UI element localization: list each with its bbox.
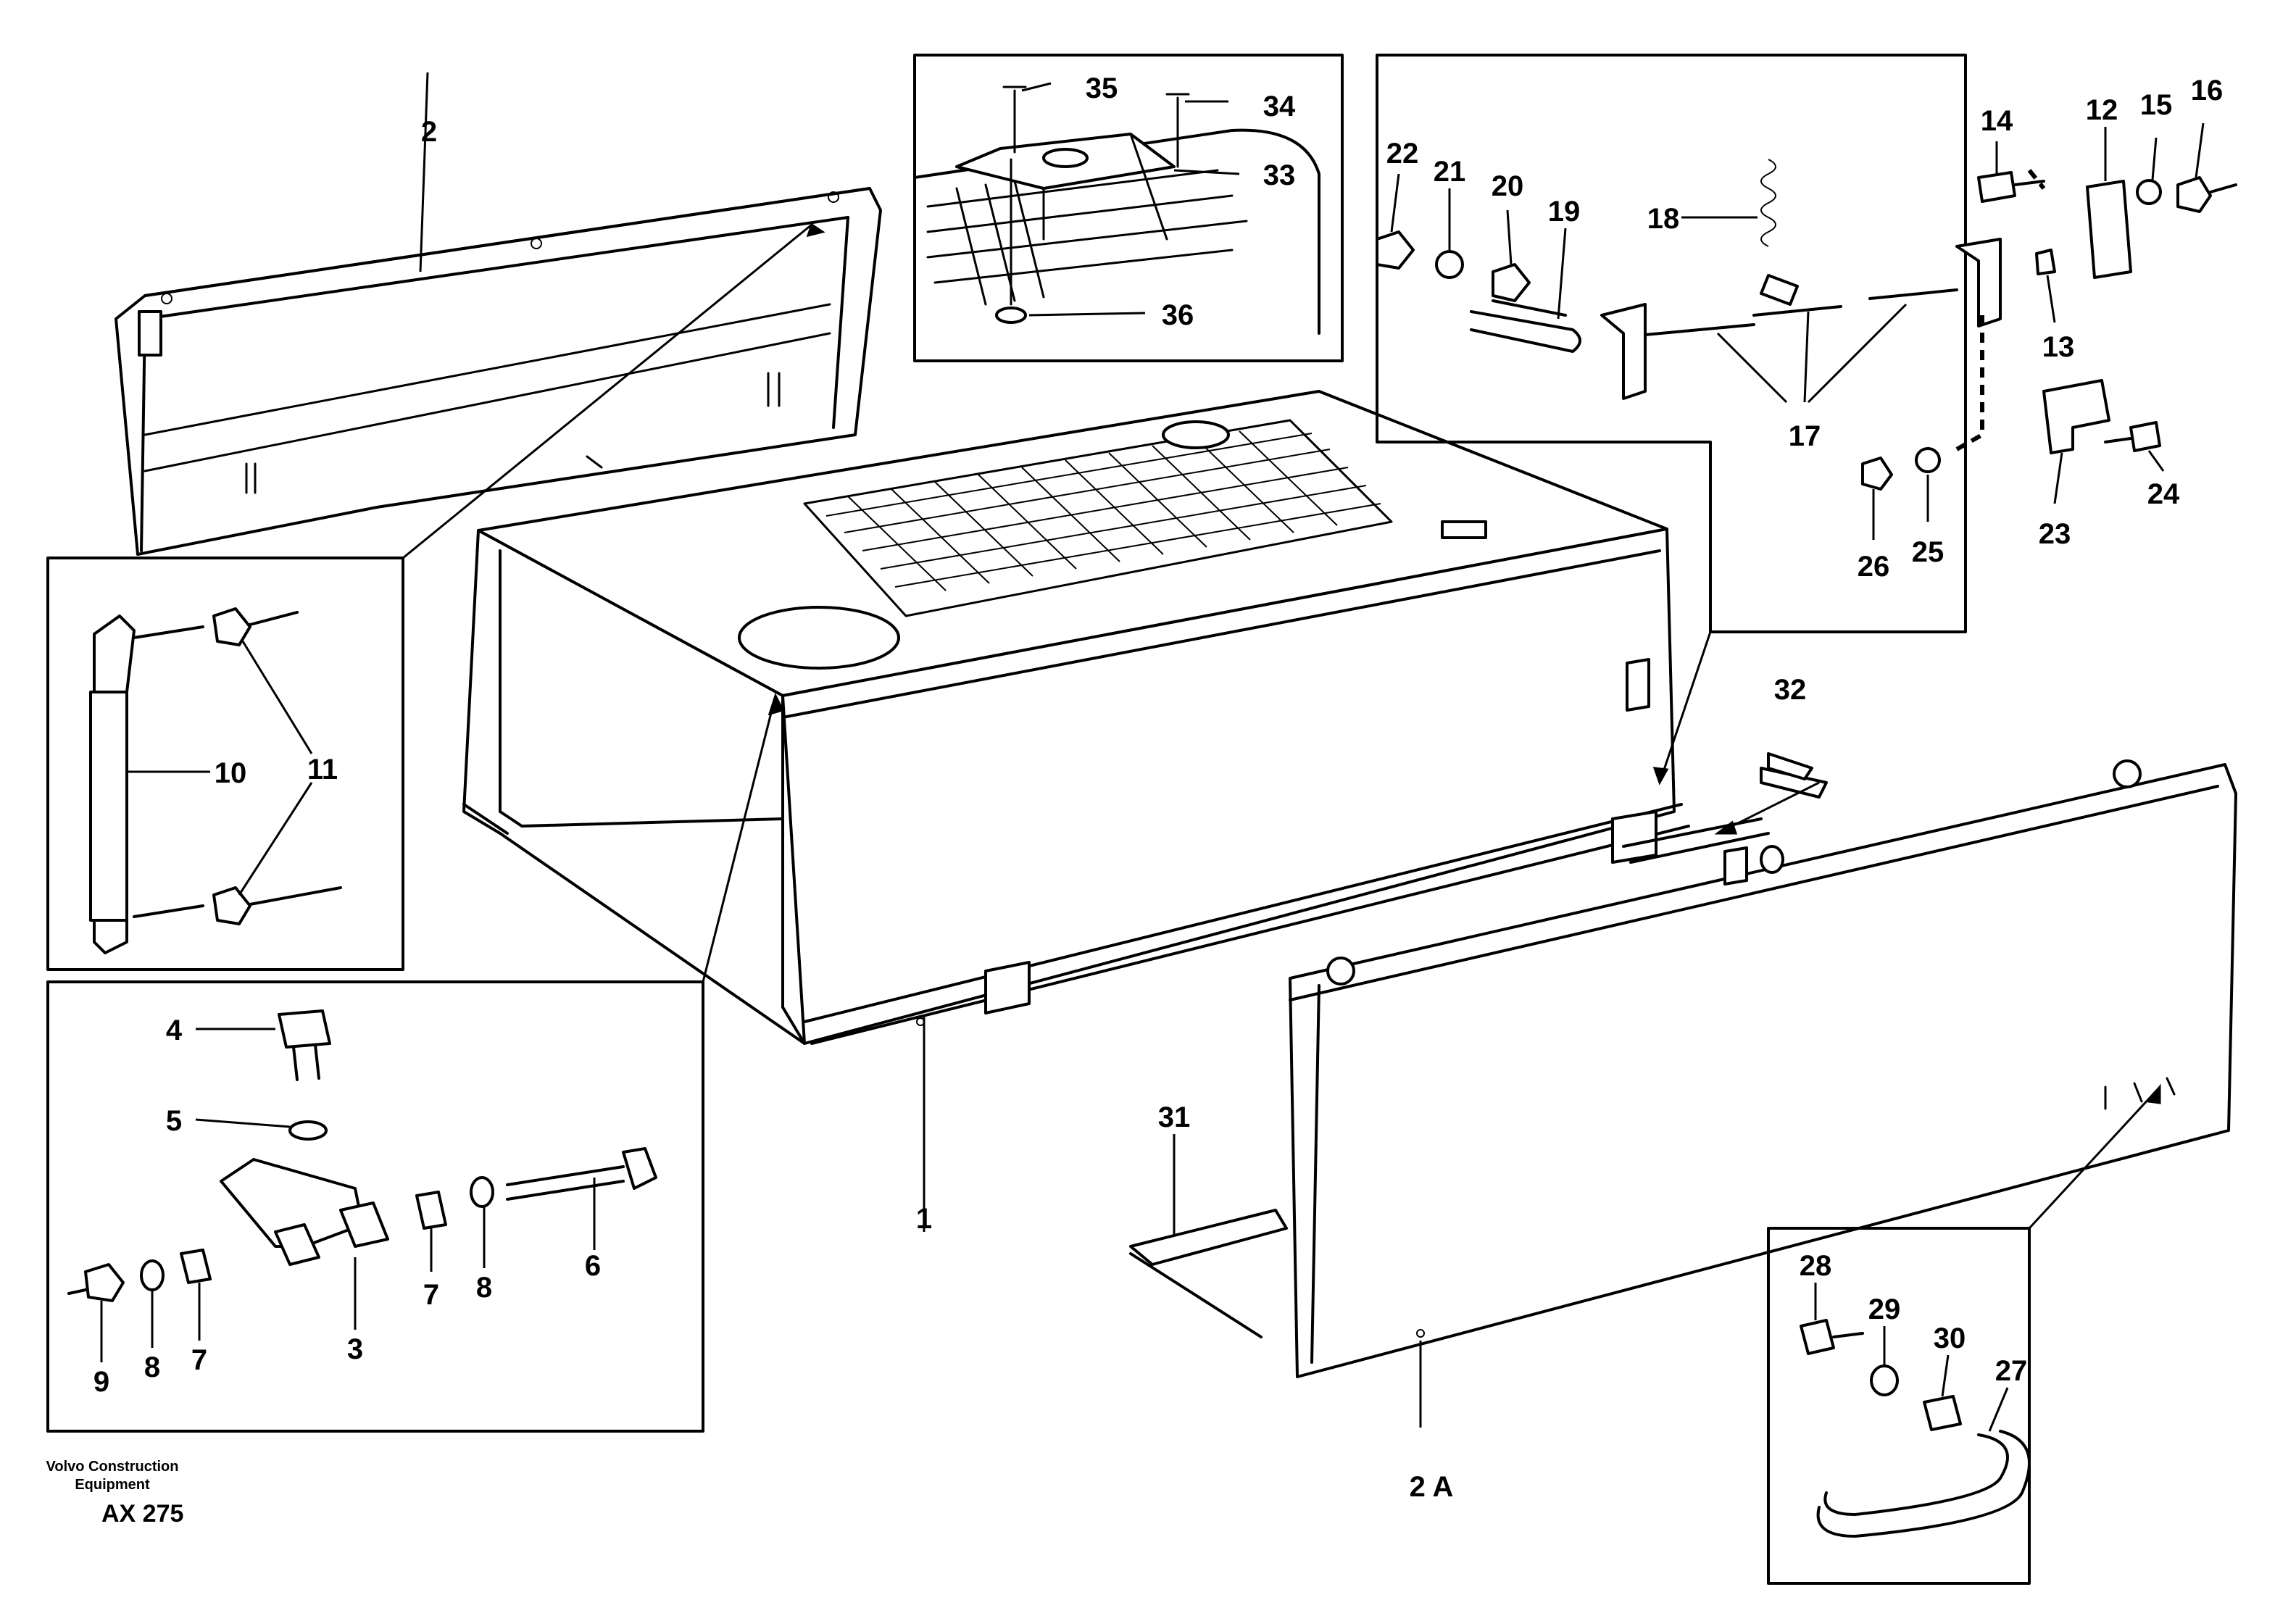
callout-11: 11: [307, 754, 338, 786]
leader-lines: [100, 72, 2205, 1432]
callout-2: 2: [421, 116, 437, 148]
callout-6: 6: [585, 1250, 601, 1282]
callout-10: 10: [215, 757, 247, 789]
inset-hinge-assembly: [46, 980, 704, 1433]
callout-32: 32: [1774, 674, 1807, 706]
callout-26: 26: [1858, 551, 1890, 583]
callout-29: 29: [1868, 1293, 1901, 1325]
callout-labels: 2 1 2 A 31 32 35 34 33 36 22 21 20 19 18…: [93, 72, 2223, 1503]
callout-17: 17: [1789, 420, 1821, 452]
callout-3: 3: [347, 1333, 363, 1365]
inset-latch-assembly: [1376, 54, 2237, 633]
seal-strip: [1129, 1209, 1288, 1338]
callout-27: 27: [1995, 1355, 2028, 1387]
callout-4: 4: [166, 1014, 183, 1046]
brand-line-2: Equipment: [75, 1477, 150, 1493]
callout-19: 19: [1548, 196, 1581, 228]
callout-8: 8: [476, 1272, 492, 1304]
callout-22: 22: [1386, 138, 1419, 170]
callout-35: 35: [1086, 72, 1118, 104]
callout-34: 34: [1263, 91, 1296, 122]
callout-36: 36: [1162, 299, 1194, 331]
side-door-panel: [1289, 759, 2237, 1378]
callout-14: 14: [1981, 105, 2013, 137]
inset-top-mount: [913, 54, 1344, 362]
callout-30: 30: [1934, 1322, 1966, 1354]
callout-8-left: 8: [144, 1351, 160, 1383]
callout-28: 28: [1800, 1250, 1832, 1282]
callout-33: 33: [1263, 159, 1296, 191]
inset-gas-spring: [46, 557, 404, 971]
callout-7: 7: [423, 1279, 439, 1311]
callout-15: 15: [2140, 89, 2173, 121]
callout-16: 16: [2191, 75, 2224, 107]
callout-7-left: 7: [191, 1344, 207, 1376]
brand-line-1: Volvo Construction: [46, 1459, 179, 1475]
callout-20: 20: [1492, 170, 1524, 202]
inset-handle-assembly: [1767, 1227, 2031, 1585]
callout-21: 21: [1434, 156, 1466, 188]
callout-25: 25: [1912, 536, 1944, 568]
callout-13: 13: [2042, 331, 2075, 363]
callout-5: 5: [166, 1105, 182, 1137]
callout-1: 1: [916, 1203, 932, 1235]
callout-9: 9: [93, 1366, 109, 1398]
clip-32: [1760, 752, 1828, 799]
figure-caption: Volvo Construction Equipment AX 275: [46, 1459, 184, 1528]
callout-12: 12: [2086, 94, 2118, 126]
callout-23: 23: [2039, 518, 2071, 550]
hood-panel-top: [115, 187, 882, 556]
callout-31: 31: [1158, 1101, 1191, 1133]
callout-24: 24: [2147, 478, 2180, 510]
callout-18: 18: [1647, 203, 1680, 235]
callout-2a: 2 A: [1410, 1471, 1454, 1503]
figure-code: AX 275: [101, 1500, 183, 1528]
hood-main-body: [462, 390, 1690, 1045]
